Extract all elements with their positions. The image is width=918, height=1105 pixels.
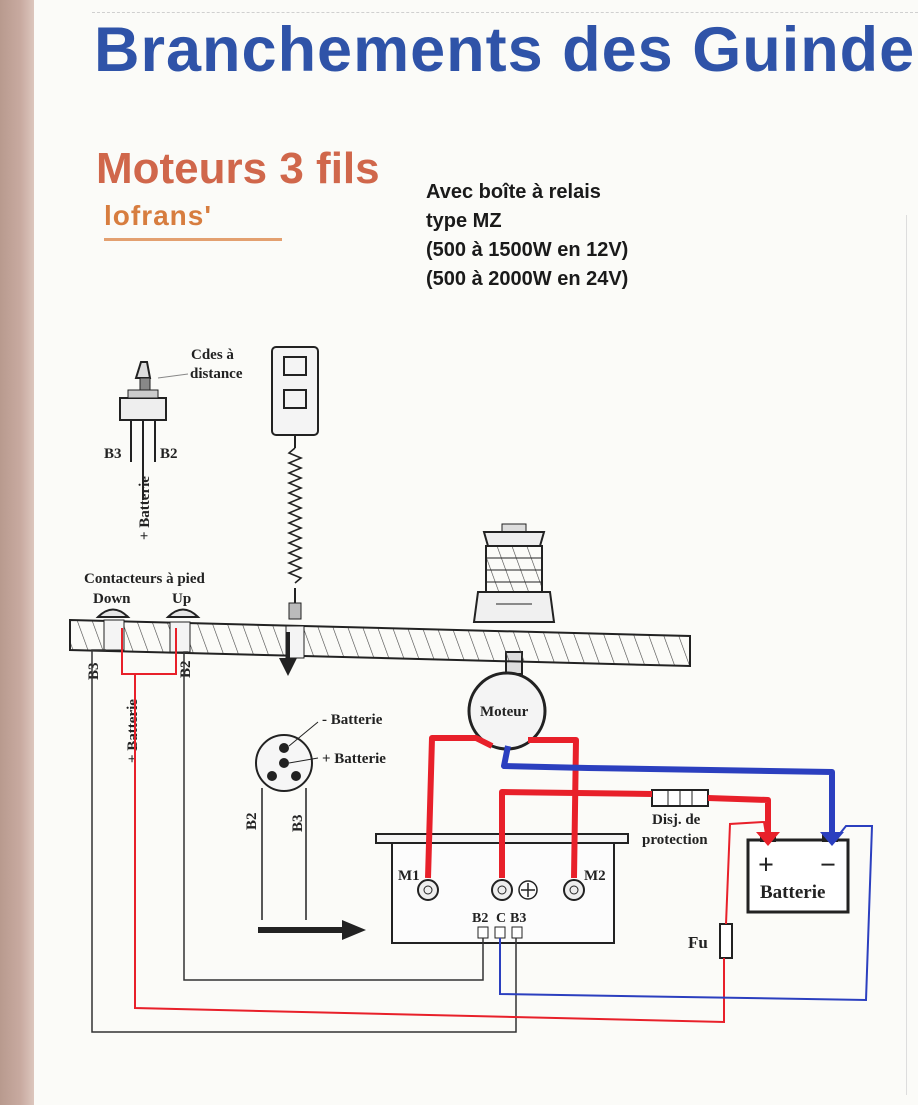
fuse (719, 923, 733, 959)
breaker-label-2: protection (642, 832, 708, 848)
plug-to-relay-arrow (258, 920, 366, 940)
windlass (472, 523, 556, 675)
section-subtitle: Moteurs 3 fils (96, 144, 380, 193)
control-wires (91, 649, 517, 1033)
relay-info-line: (500 à 1500W en 12V) (426, 239, 629, 261)
minus-battery-label: - Batterie (322, 712, 383, 728)
remote-handset (271, 346, 319, 620)
box-b2-label: B2 (472, 911, 488, 926)
protection-breaker (651, 789, 709, 807)
motor-label: Moteur (480, 704, 529, 720)
deck (69, 618, 691, 668)
switch-b2-label: B2 (160, 446, 178, 462)
m1-label: M1 (398, 868, 420, 884)
battery-plus-label: + (758, 850, 774, 881)
box-c-label: C (496, 911, 506, 926)
top-rule (92, 12, 918, 13)
deck-b2-label: B2 (178, 660, 194, 678)
foot-switch-up (165, 608, 201, 618)
switch-b3-label: B3 (104, 446, 122, 462)
breaker-label-1: Disj. de (652, 812, 701, 828)
control-plug (255, 721, 319, 920)
switch-battery-label: + Batterie (137, 476, 153, 540)
up-label: Up (172, 591, 191, 607)
deck-battery-label: + Batterie (125, 699, 141, 763)
m2-label: M2 (584, 868, 606, 884)
brand-underline (104, 238, 282, 241)
battery (746, 832, 850, 914)
relay-info-line: Avec boîte à relais (426, 181, 601, 203)
plug-b2-label: B2 (244, 812, 260, 830)
thin-negative-wire (499, 825, 874, 1002)
column-rule (906, 215, 907, 1095)
foot-switch-down (95, 608, 131, 618)
down-label: Down (93, 591, 131, 607)
deck-passthrough-arrow (279, 632, 297, 676)
page-spine (0, 0, 34, 1105)
relay-info-line: (500 à 2000W en 24V) (426, 268, 629, 290)
remote-label: Cdes à (191, 347, 234, 363)
toggle-switch (119, 361, 189, 500)
deck-b3-label: B3 (86, 662, 102, 680)
brand-logo: lofrans' (104, 200, 213, 231)
power-negative-wire (501, 745, 835, 836)
plus-battery-label: + Batterie (322, 751, 386, 767)
battery-minus-label: − (820, 850, 836, 881)
battery-label: Batterie (760, 882, 825, 903)
battery-negative-arrow (820, 832, 844, 846)
relay-info-line: type MZ (426, 210, 502, 232)
remote-label-2: distance (190, 366, 243, 382)
power-positive-wires (425, 735, 771, 879)
battery-positive-arrow (756, 832, 780, 846)
fuse-label: Fu (688, 933, 708, 952)
page-title: Branchements des Guinde (94, 15, 916, 85)
plug-b3-label: B3 (290, 814, 306, 832)
relay-box-info: Avec boîte à relais type MZ (500 à 1500W… (426, 178, 726, 294)
box-b3-label: B3 (510, 911, 526, 926)
foot-switches-label: Contacteurs à pied (84, 571, 205, 587)
